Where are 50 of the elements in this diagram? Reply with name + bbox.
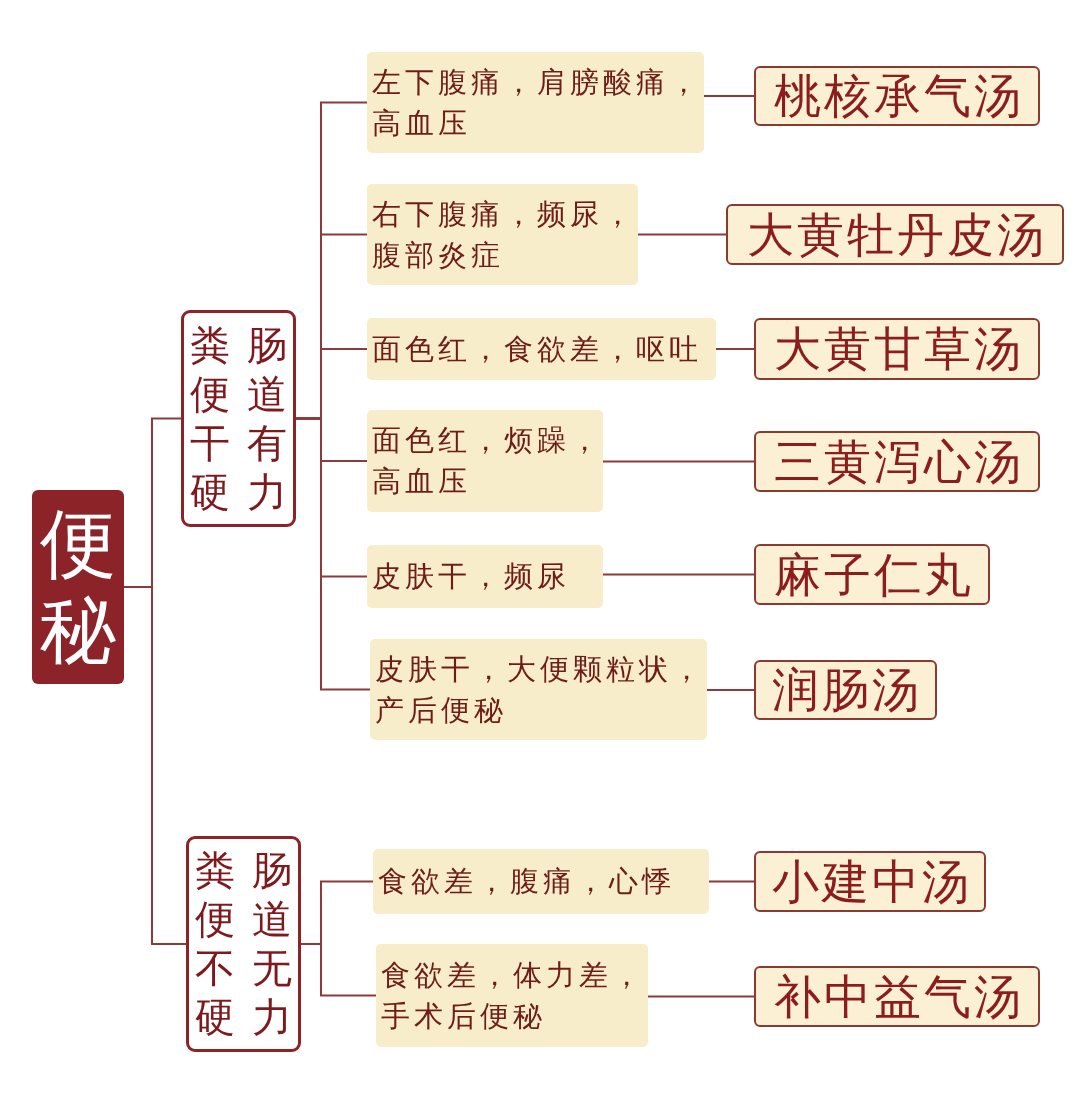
symptom-text: 面色红，食欲差，呕吐 [372, 330, 702, 368]
remedy-box [754, 544, 990, 605]
connector-line [647, 995, 755, 998]
symptom-text: 左下腹痛，肩膀酸痛，高血压 [372, 63, 703, 142]
remedy-name: 润肠汤 [772, 664, 922, 716]
connector-line [703, 95, 755, 97]
symptom-text: 食欲差，腹痛，心悸 [378, 863, 675, 900]
root-label: 便秘 [40, 501, 116, 673]
connector-line [295, 417, 371, 691]
symptom-box [367, 410, 603, 512]
remedy-box [754, 966, 1040, 1027]
symptom-text: 右下腹痛，频尿，腹部炎症 [372, 195, 637, 274]
remedy-box [754, 318, 1040, 380]
connector-line [602, 460, 755, 463]
symptom-box [367, 184, 638, 285]
symptom-box [367, 52, 704, 153]
category-label: 肠道有力 [247, 320, 287, 517]
remedy-box [726, 204, 1064, 265]
remedy-name: 麻子仁丸 [773, 548, 974, 601]
remedy-name: 补中益气汤 [773, 970, 1024, 1023]
symptom-text: 皮肤干，大便颗粒状，产后便秘 [375, 650, 706, 729]
symptom-box [373, 849, 709, 914]
connector-line [715, 348, 755, 350]
symptom-box [376, 944, 648, 1047]
remedy-box [754, 851, 986, 912]
category-label: 粪便干硬 [190, 320, 230, 517]
symptom-box [370, 639, 707, 740]
symptom-box [367, 318, 716, 380]
symptom-text: 食欲差，体力差，手术后便秘 [381, 956, 646, 1035]
remedy-name: 三黄泻心汤 [773, 435, 1024, 488]
remedy-name: 大黄牡丹皮汤 [746, 208, 1047, 261]
symptom-text: 皮肤干，频尿 [372, 558, 570, 595]
category-box [181, 310, 296, 527]
remedy-name: 桃核承气汤 [773, 70, 1024, 122]
connector-line [637, 233, 727, 236]
remedy-box [754, 660, 937, 720]
remedy-box [754, 431, 1040, 492]
category-box [186, 836, 301, 1052]
remedy-box [754, 66, 1040, 126]
category-label: 粪便不硬 [195, 846, 235, 1042]
connector-line [300, 943, 377, 997]
remedy-name: 大黄甘草汤 [773, 323, 1024, 375]
connector-line [602, 573, 755, 576]
category-label: 肠道无力 [252, 846, 292, 1042]
connector-line [708, 880, 755, 883]
remedy-name: 小建中汤 [771, 855, 972, 908]
connector-line [706, 689, 755, 691]
symptom-text: 面色红，烦躁，高血压 [372, 422, 603, 500]
symptom-box [367, 545, 603, 608]
root-box [32, 490, 124, 684]
